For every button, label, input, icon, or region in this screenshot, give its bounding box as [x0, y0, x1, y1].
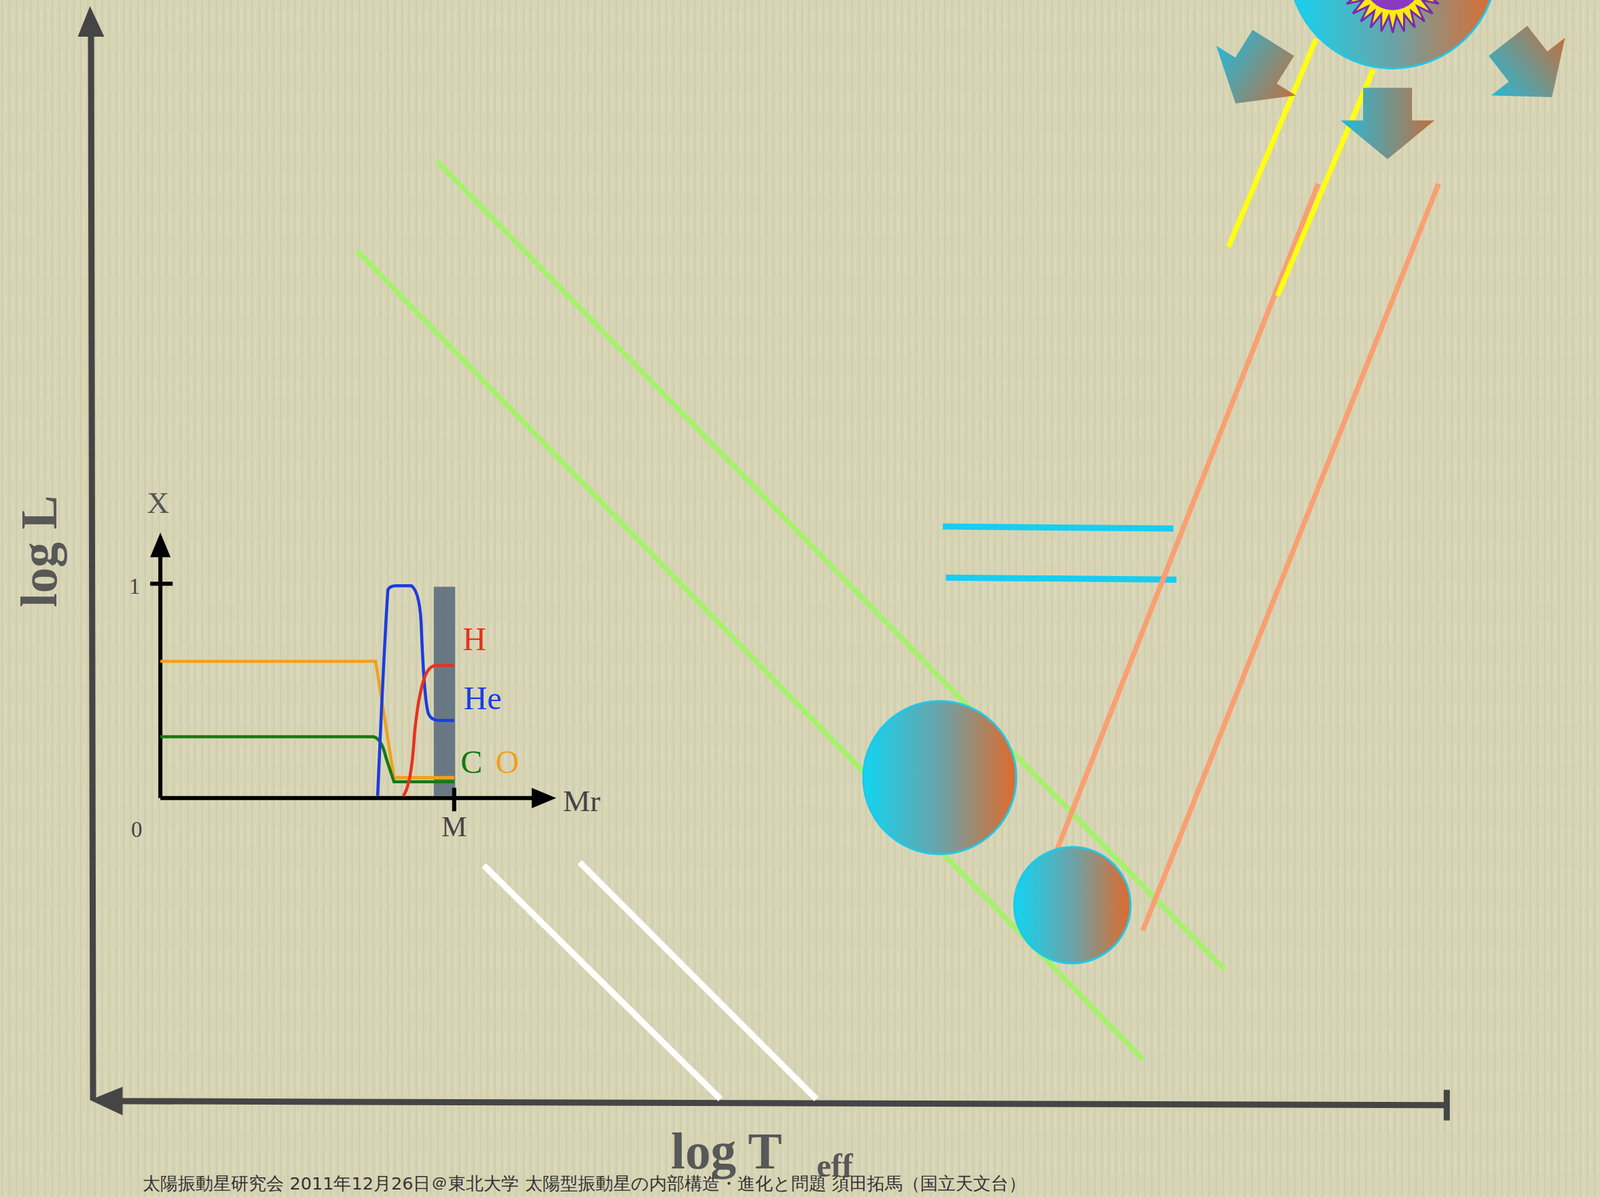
axis-arrowhead [77, 6, 104, 37]
horizontal-branch-lines [942, 526, 1177, 580]
debris-arrow [1195, 17, 1314, 128]
axis-arrowhead [90, 1086, 123, 1116]
main-sequence-lines [357, 160, 1225, 1059]
tick-label: 0 [131, 818, 143, 841]
tick-label: 1 [129, 575, 141, 598]
inset-axis-label: Mr [562, 785, 601, 817]
debris-arrow [1509, 0, 1600, 8]
main-axes [91, 22, 1447, 1120]
debris-arrow [1470, 12, 1590, 127]
giant-branch-lines [1056, 183, 1439, 931]
inset-axis-label: X [147, 487, 170, 519]
debris-arrow [1154, 0, 1272, 10]
caption: 太陽振動星研究会 2011年12月26日＠東北大学 太陽型振動星の内部構造・進化… [142, 1174, 1026, 1193]
element-label: O [495, 745, 519, 779]
exploding-star [1288, 0, 1497, 69]
axis-title: log L [13, 495, 65, 608]
white-dwarf-lines [483, 861, 817, 1099]
abundance-inset [150, 532, 557, 811]
element-label: He [463, 681, 502, 715]
debris-arrow [1340, 87, 1435, 159]
star-circle [863, 700, 1016, 854]
element-label: H [462, 622, 487, 656]
element-label: C [460, 745, 483, 779]
axis-title: log T [670, 1125, 783, 1177]
tick-label: M [441, 812, 467, 841]
star-circle [1013, 846, 1131, 963]
